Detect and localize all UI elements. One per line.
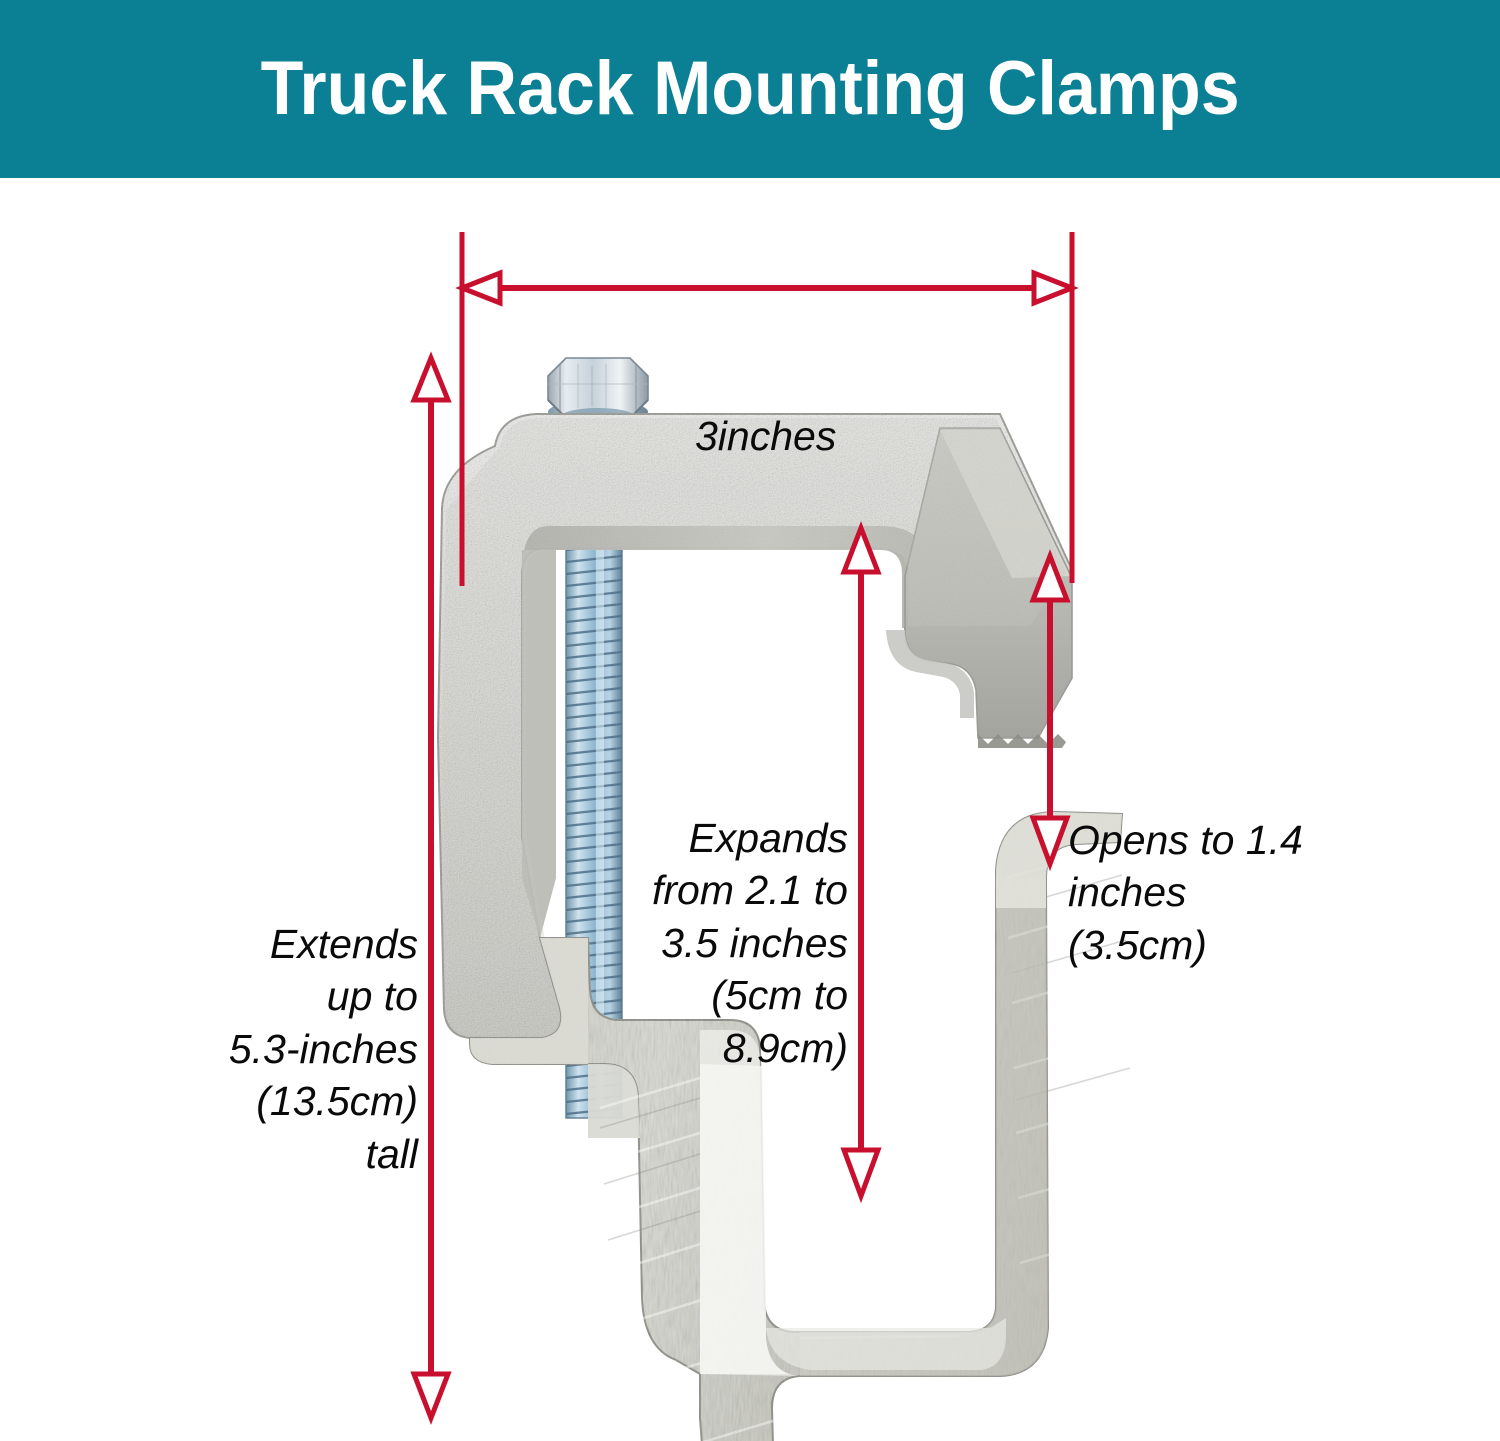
clamp-product-image [436,357,1135,1441]
dimension-height [410,351,452,1425]
clamp-diagram-svg [410,232,1135,1441]
header-banner: Truck Rack Mounting Clamps [0,0,1500,178]
dimension-opening [1029,549,1071,872]
callout-extends-height: Extends up to 5.3-inches (13.5cm) tall [228,921,418,1177]
lower-j-hook [469,810,1135,1441]
dimension-width [455,269,1079,307]
dimension-annotations [410,232,1079,1425]
jaw-serrations [978,734,1066,748]
dimension-throat [840,521,882,1204]
callout-opens-jaw: Opens to 1.4 inches (3.5cm) [1068,817,1303,968]
dimension-label-width: 3inches [695,413,837,459]
product-illustration-area: 3inches Extends up to 5.3-inches (13.5cm… [0,178,1500,1441]
page-title: Truck Rack Mounting Clamps [260,46,1240,131]
callout-expands-throat: Expands from 2.1 to 3.5 inches (5cm to 8… [652,815,848,1071]
upper-clamp-jaw [436,413,1073,1039]
